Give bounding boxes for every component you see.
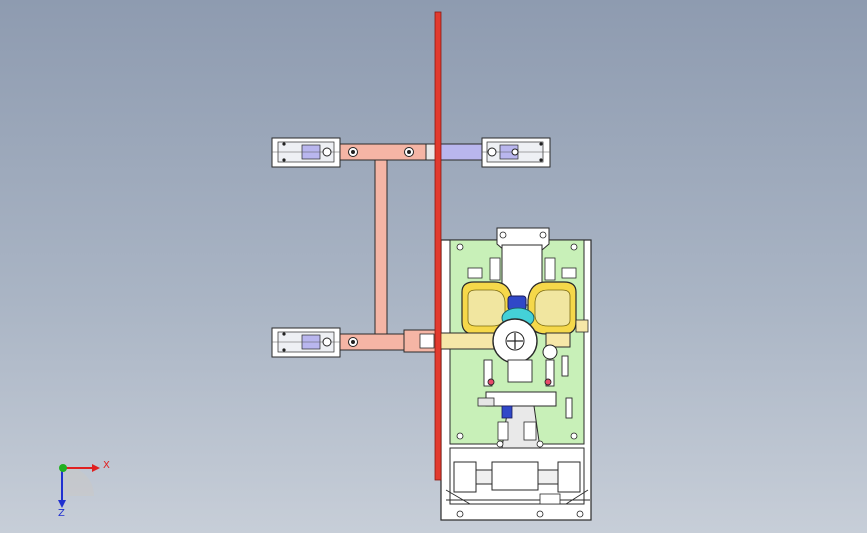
y-axis-dot bbox=[59, 464, 67, 472]
clamp-upper-right bbox=[481, 137, 551, 168]
left-yellow-bracket bbox=[461, 281, 513, 335]
red-rod bbox=[434, 11, 442, 481]
x-axis-arrow bbox=[92, 464, 100, 472]
axis-triad: X Z bbox=[58, 460, 110, 519]
vertical-pink-post bbox=[374, 157, 388, 337]
z-axis-arrow bbox=[58, 500, 66, 508]
left-frame bbox=[271, 137, 441, 358]
z-axis-label: Z bbox=[58, 508, 65, 519]
clamp-lower-left bbox=[271, 327, 341, 358]
clamp-upper-left bbox=[271, 137, 341, 168]
blue-small-part bbox=[501, 405, 513, 419]
right-yellow-bracket bbox=[527, 281, 577, 335]
x-axis-label: X bbox=[103, 460, 110, 471]
upper-right-arm-assembly bbox=[437, 137, 551, 168]
lavender-arm bbox=[437, 143, 489, 161]
machine-body bbox=[437, 227, 592, 521]
